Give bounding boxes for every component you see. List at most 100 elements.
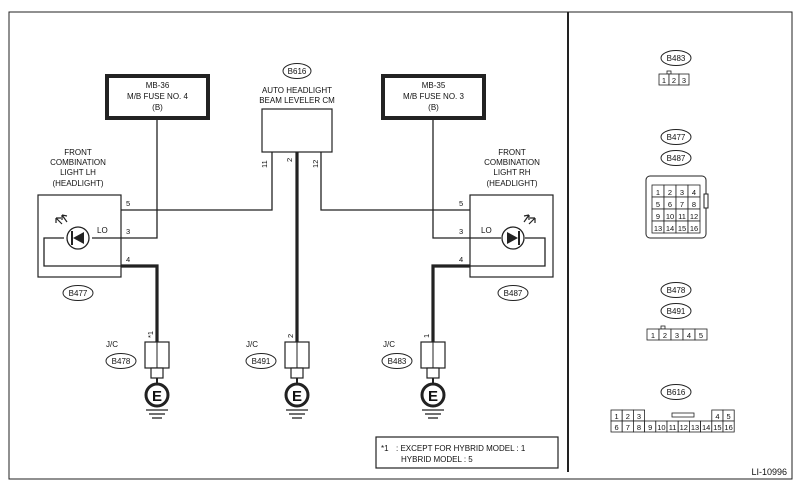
- pin-cell: [678, 73, 690, 86]
- ground-b478-symbol: E: [152, 388, 162, 405]
- ground-b478-pin: *1: [146, 331, 155, 338]
- pin-number: 14: [702, 423, 710, 432]
- light-rh-line3: LIGHT RH: [493, 168, 530, 177]
- light-rh-pin-5: 5: [459, 199, 463, 208]
- pin-cell: [722, 420, 735, 433]
- pin-number: 5: [727, 412, 731, 421]
- light-rh-line4: (HEADLIGHT): [486, 179, 537, 188]
- pin-number: 15: [678, 224, 686, 233]
- pin-number: 9: [648, 423, 652, 432]
- light-lh-line2: COMBINATION: [50, 158, 106, 167]
- pin-number: 9: [656, 212, 660, 221]
- ground-b478: *1 J/C B478 E: [105, 331, 170, 419]
- pin-number: 11: [669, 423, 677, 432]
- cm-pin-2: 2: [285, 158, 294, 162]
- pin-number: 3: [680, 188, 684, 197]
- ground-b491-ground-icon: [284, 382, 310, 408]
- pin-cell: [694, 328, 708, 341]
- note-star: *1: [381, 444, 389, 453]
- pin-number: 5: [699, 331, 703, 340]
- pin-number: 3: [637, 412, 641, 421]
- pin-number: 8: [692, 200, 696, 209]
- light-rh-line1: FRONT: [498, 148, 526, 157]
- front-combination-light-rh: FRONT COMBINATION LIGHT RH (HEADLIGHT) L…: [459, 148, 554, 301]
- cv-b477-label: B477: [667, 133, 686, 142]
- pin-number: 2: [663, 331, 667, 340]
- ground-b483-ground-icon: [420, 382, 446, 408]
- fuse-rh-line1: MB-35: [422, 81, 446, 90]
- pin-number: 7: [626, 423, 630, 432]
- light-rh-lo: LO: [481, 226, 492, 235]
- pin-number: 4: [687, 331, 691, 340]
- cv-b491-label: B491: [667, 307, 686, 316]
- front-combination-light-lh: FRONT COMBINATION LIGHT LH (HEADLIGHT) L…: [37, 148, 130, 301]
- pin-number: 3: [675, 331, 679, 340]
- wires: [121, 118, 470, 342]
- light-rh-pin-3: 3: [459, 227, 463, 236]
- diagram-frame: [8, 11, 793, 480]
- cv-b483-label: B483: [667, 54, 686, 63]
- pin-number: 2: [672, 76, 676, 85]
- pin-number: 1: [651, 331, 655, 340]
- note-line2: HYBRID MODEL : 5: [401, 455, 473, 464]
- ground-b483-pin: 1: [422, 334, 431, 338]
- pin-number: 6: [615, 423, 619, 432]
- fuse-lh: MB-36 M/B FUSE NO. 4 (B): [105, 74, 210, 120]
- ground-b478-ground-icon: [144, 382, 170, 408]
- pin-number: 4: [715, 412, 719, 421]
- ground-b491-pin: 2: [286, 334, 295, 338]
- ground-b483-connector: B483: [388, 357, 407, 366]
- light-lh-line1: FRONT: [64, 148, 92, 157]
- cv-b616-label: B616: [667, 388, 686, 397]
- pin-number: 11: [678, 212, 686, 221]
- pin-number: 8: [637, 423, 641, 432]
- beam-leveler-cm: B616 AUTO HEADLIGHT BEAM LEVELER CM 11 2…: [259, 63, 335, 168]
- pin-number: 1: [615, 412, 619, 421]
- pin-number: 13: [654, 224, 662, 233]
- cm-label-line2: BEAM LEVELER CM: [259, 96, 335, 105]
- ground-b483: 1 J/C B483 E: [381, 334, 446, 419]
- cm-pin-11: 11: [260, 160, 269, 168]
- fuse-rh-line2: M/B FUSE NO. 3: [403, 92, 464, 101]
- fuse-lh-line1: MB-36: [146, 81, 170, 90]
- pin-number: 5: [656, 200, 660, 209]
- pin-number: 12: [690, 212, 698, 221]
- hybrid-note: *1 : EXCEPT FOR HYBRID MODEL : 1 HYBRID …: [375, 436, 559, 469]
- pin-number: 10: [666, 212, 674, 221]
- ground-b491-connector: B491: [252, 357, 271, 366]
- ground-b483-symbol: E: [428, 388, 438, 405]
- fuse-rh: MB-35 M/B FUSE NO. 3 (B): [381, 74, 486, 120]
- ground-b478-jc: J/C: [106, 340, 118, 349]
- pin-number: 4: [692, 188, 696, 197]
- ground-b483-jc: J/C: [383, 340, 395, 349]
- light-rh-connector: B487: [504, 289, 523, 298]
- pin-number: 2: [626, 412, 630, 421]
- fuse-lh-line3: (B): [152, 103, 163, 112]
- pin-number: 15: [713, 423, 721, 432]
- fuse-lh-line2: M/B FUSE NO. 4: [127, 92, 188, 101]
- pin-number: 14: [666, 224, 674, 233]
- ground-b491-jc: J/C: [246, 340, 258, 349]
- ground-b491-symbol: E: [292, 388, 302, 405]
- ground-b491: 2 J/C B491 E: [245, 334, 310, 419]
- cm-label-line1: AUTO HEADLIGHT: [262, 86, 332, 95]
- pin-number: 10: [657, 423, 665, 432]
- cv-b487-label: B487: [667, 154, 686, 163]
- light-rh-pin-4: 4: [459, 255, 463, 264]
- figure-id: LI-10996: [751, 467, 787, 477]
- pin-number: 16: [724, 423, 732, 432]
- cm-pin-12: 12: [311, 160, 320, 168]
- light-lh-line4: (HEADLIGHT): [52, 179, 103, 188]
- pin-number: 1: [656, 188, 660, 197]
- pin-number: 6: [668, 200, 672, 209]
- light-lh-line3: LIGHT LH: [60, 168, 96, 177]
- pin-number: 13: [691, 423, 699, 432]
- cm-connector-id: B616: [288, 67, 307, 76]
- light-lh-lo: LO: [97, 226, 108, 235]
- pin-number: 16: [690, 224, 698, 233]
